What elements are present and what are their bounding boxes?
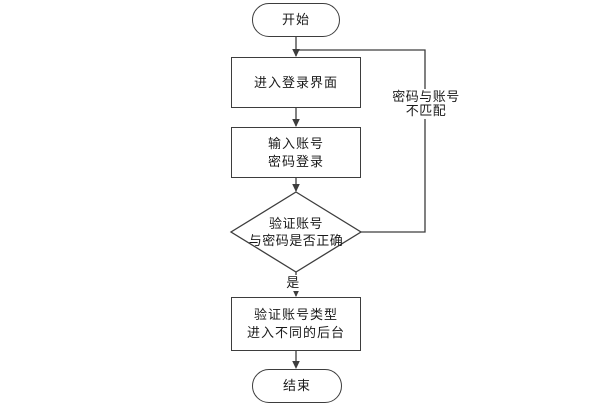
node-input-credentials-line1: 输入账号 [267, 135, 324, 151]
node-input-credentials-line2: 密码登录 [267, 153, 324, 169]
node-verify-account-type: 验证账号类型 进入不同的后台 [231, 297, 361, 351]
edge-label-mismatch-line2: 不匹配 [405, 103, 447, 118]
edge-feedback-mismatch-loop [296, 49, 426, 233]
edge-label-mismatch-line1: 密码与账号 [392, 89, 460, 104]
edge-label-mismatch: 密码与账号 不匹配 [390, 89, 462, 119]
arrowhead-into-verify-type [292, 289, 300, 297]
node-end: 结束 [252, 369, 342, 403]
edge-label-yes: 是 [284, 275, 302, 291]
node-enter-login-label: 进入登录界面 [253, 74, 338, 90]
node-start: 开始 [252, 3, 340, 37]
node-verify-account-type-line1: 验证账号类型 [253, 307, 338, 322]
arrowhead-into-enter-login [292, 49, 300, 57]
node-verify-account-type-line2: 进入不同的后台 [246, 325, 345, 340]
arrowhead-into-input [292, 119, 300, 127]
node-enter-login: 进入登录界面 [231, 57, 361, 108]
node-end-label: 结束 [282, 378, 311, 393]
node-input-credentials: 输入账号 密码登录 [231, 127, 361, 178]
arrowhead-into-decision [292, 184, 300, 192]
arrowhead-into-end [292, 361, 300, 369]
decision-diamond-shape [229, 191, 363, 273]
node-start-label: 开始 [281, 12, 310, 27]
